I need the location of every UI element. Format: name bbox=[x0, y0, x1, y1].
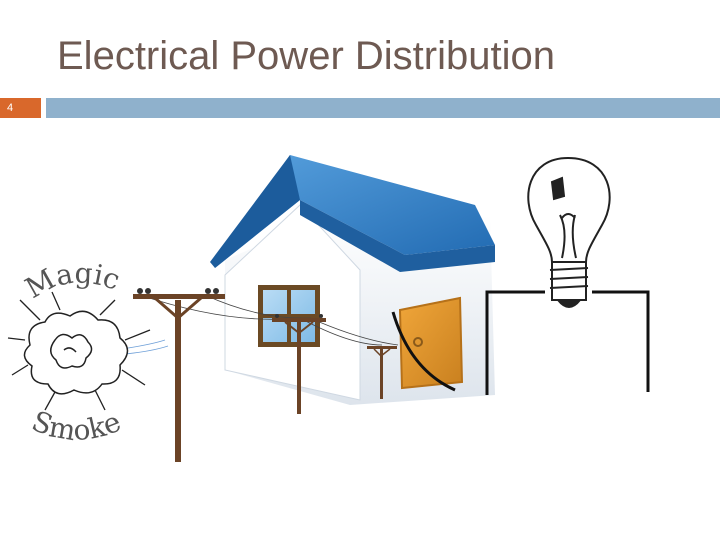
svg-text:Magic: Magic bbox=[20, 256, 124, 305]
magic-smoke-icon: Magic Smoke bbox=[7, 256, 151, 447]
power-distribution-illustration: Magic Smoke bbox=[7, 155, 650, 462]
utility-pole-large bbox=[133, 288, 225, 462]
utility-pole-medium bbox=[272, 314, 326, 414]
slide-number-bar: 4 bbox=[0, 98, 41, 118]
wiring bbox=[391, 290, 650, 395]
slide-number: 4 bbox=[7, 102, 14, 114]
svg-text:Smoke: Smoke bbox=[27, 404, 125, 447]
slide-title: Electrical Power Distribution bbox=[57, 34, 555, 78]
smoke-text: Smoke bbox=[27, 404, 125, 447]
utility-pole-small bbox=[367, 346, 397, 399]
house-icon bbox=[210, 155, 495, 405]
title-underline-bar bbox=[46, 98, 720, 118]
window bbox=[258, 285, 320, 347]
magic-text: Magic bbox=[20, 256, 124, 305]
light-bulb-icon bbox=[527, 156, 611, 308]
door bbox=[398, 296, 464, 390]
